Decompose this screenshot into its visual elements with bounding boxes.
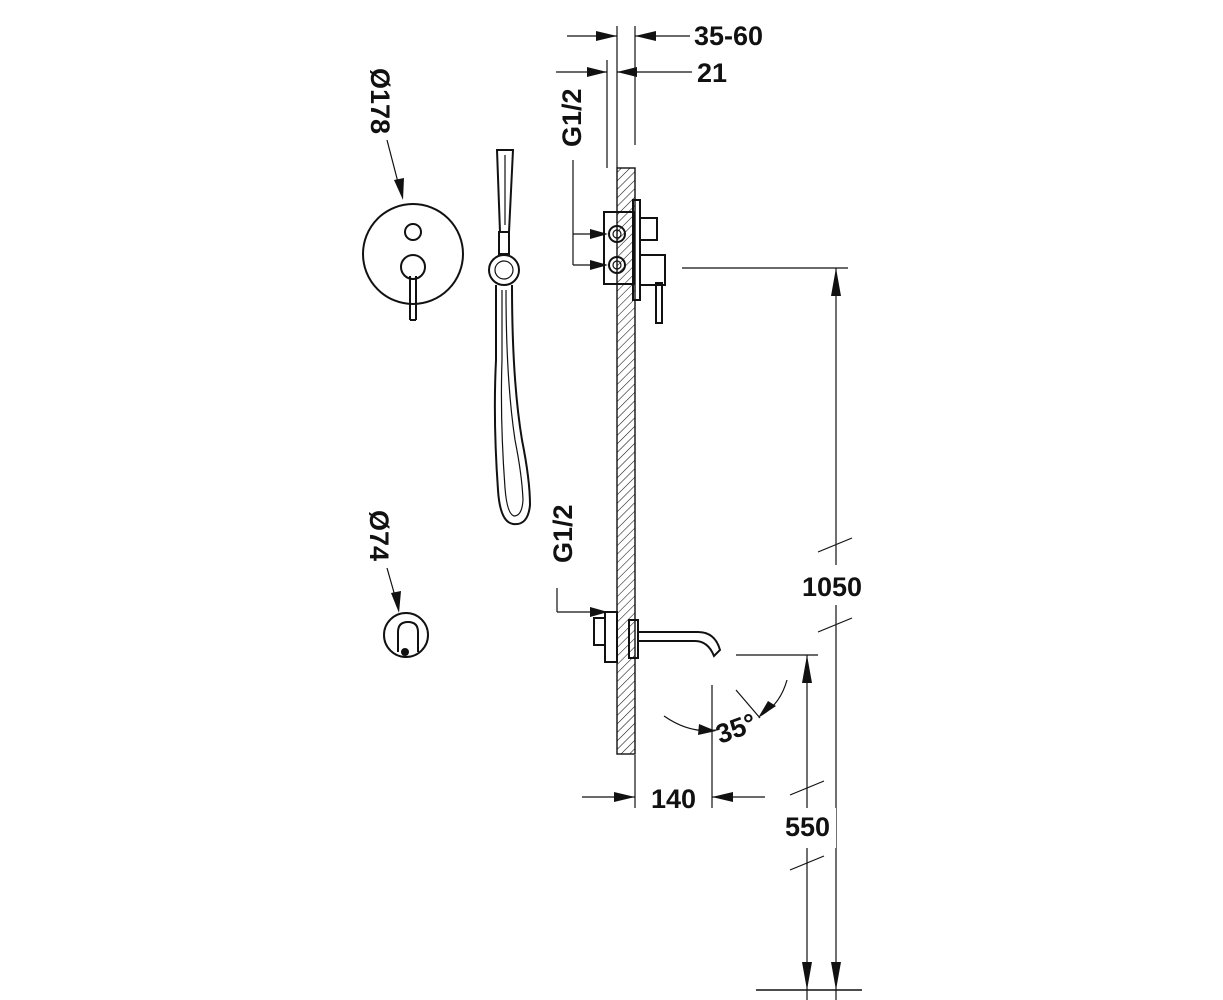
dia-178-label: Ø178 — [365, 68, 395, 134]
mixer-front-view — [362, 203, 464, 321]
hand-shower — [488, 149, 532, 526]
mixer-valve-body — [603, 199, 666, 324]
depth-dimension-35-60: 35-60 — [567, 21, 763, 168]
height-dimension-550: 550 — [736, 654, 836, 1000]
dim-21-label: 21 — [697, 58, 727, 88]
spout-angle-dimension: 35° — [663, 679, 788, 750]
thread-bottom-label: G1/2 — [548, 504, 578, 563]
height-dimension-1050: 1050 — [682, 267, 868, 1000]
wall-section — [616, 167, 636, 755]
dim-1050-label: 1050 — [802, 572, 862, 602]
thread-callout-top: G1/2 — [557, 88, 608, 270]
diameter-178-callout: Ø178 — [365, 68, 404, 200]
dim-550-label: 550 — [785, 812, 830, 842]
dia-74-label: Ø74 — [364, 510, 394, 561]
projection-dimension-140: 140 — [582, 685, 765, 814]
bath-spout — [593, 611, 722, 663]
dim-140-label: 140 — [651, 784, 696, 814]
spout-rosette-front-view — [383, 612, 429, 658]
thread-callout-bottom: G1/2 — [548, 504, 608, 617]
angle-35-label: 35° — [712, 707, 761, 749]
depth-dimension-21: 21 — [556, 58, 727, 88]
thread-top-label: G1/2 — [557, 88, 587, 147]
diameter-74-callout: Ø74 — [364, 510, 401, 613]
dim-35-60-label: 35-60 — [694, 21, 763, 51]
